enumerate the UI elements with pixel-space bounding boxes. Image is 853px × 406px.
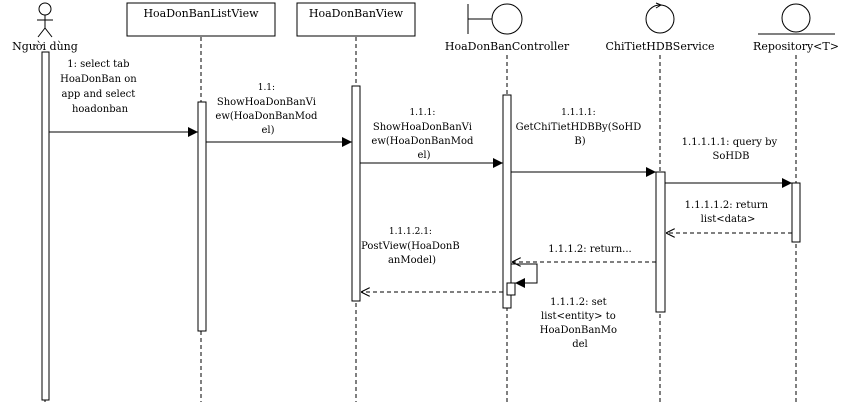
activation-chitiethdbservice: [655, 171, 666, 313]
message-label: 1.1.1.2: return...: [548, 244, 631, 255]
message-label: 1.1.1.2.1: PostView(HoaDonB anModel): [361, 226, 463, 266]
participant-label: Người dùng: [12, 40, 78, 53]
entity-icon: [758, 3, 835, 35]
message-label: 1.1: ShowHoaDonBanVi ew(HoaDonBanMod el): [215, 82, 320, 136]
participant-hoadonbanlistview: HoaDonBanListView: [126, 2, 276, 37]
participant-label: ChiTietHDBService: [605, 40, 714, 53]
message-1-1: 1.1: ShowHoaDonBanVi ew(HoaDonBanMod el): [206, 82, 352, 147]
message-1: 1: select tab HoaDonBan on app and selec…: [49, 59, 198, 137]
activation-hoadonbanview: [351, 85, 361, 302]
actor-nguoi-dung: Người dùng: [12, 2, 78, 53]
message-1-1-1-2-1: 1.1.1.2.1: PostView(HoaDonB anModel): [361, 226, 503, 292]
activation-hoadonbancontroller: [502, 94, 512, 309]
message-1-1-1-2-self: 1.1.1.2: set list<entity> to HoaDonBanMo…: [511, 263, 620, 350]
activation-hoadonbancontroller-nested: [506, 282, 516, 296]
activation-nguoi-dung: [41, 51, 50, 401]
participant-label: HoaDonBanView: [309, 7, 404, 20]
participant-label: Repository<T>: [753, 40, 839, 53]
control-icon: [645, 2, 675, 34]
participant-repository: Repository<T>: [753, 3, 839, 53]
message-1-1-1-1-1: 1.1.1.1.1: query by SoHDB: [665, 137, 792, 188]
self-call-arrow: [511, 263, 538, 288]
activation-repository: [791, 182, 801, 243]
participant-hoadonbanview: HoaDonBanView: [296, 2, 416, 37]
message-1-1-1-1: 1.1.1.1: GetChiTietHDBBy(SoHD B): [511, 107, 656, 177]
message-label: 1.1.1.1: GetChiTietHDBBy(SoHD B): [516, 107, 645, 147]
message-1-1-1-1-2: 1.1.1.1.2: return list<data>: [666, 200, 792, 233]
participant-hoadonbancontroller: HoaDonBanController: [445, 3, 570, 53]
participant-chitiethdbservice: ChiTietHDBService: [605, 2, 715, 53]
message-label: 1.1.1.1.2: return list<data>: [685, 200, 772, 225]
message-label: 1: select tab HoaDonBan on app and selec…: [60, 59, 140, 115]
message-1-1-1: 1.1.1: ShowHoaDonBanVi ew(HoaDonBanMod e…: [360, 107, 503, 168]
participant-label: HoaDonBanListView: [143, 7, 259, 20]
message-label: 1.1.1.1.1: query by SoHDB: [682, 137, 781, 162]
message-1-1-1-2-return: 1.1.1.2: return...: [512, 244, 656, 262]
activation-hoadonbanlistview: [197, 101, 207, 332]
participant-label: HoaDonBanController: [445, 40, 570, 53]
message-label: 1.1.1: ShowHoaDonBanVi ew(HoaDonBanMod e…: [371, 107, 476, 161]
actor-icon: [37, 2, 53, 38]
boundary-icon: [467, 3, 523, 35]
message-label: 1.1.1.2: set list<entity> to HoaDonBanMo…: [540, 297, 620, 350]
